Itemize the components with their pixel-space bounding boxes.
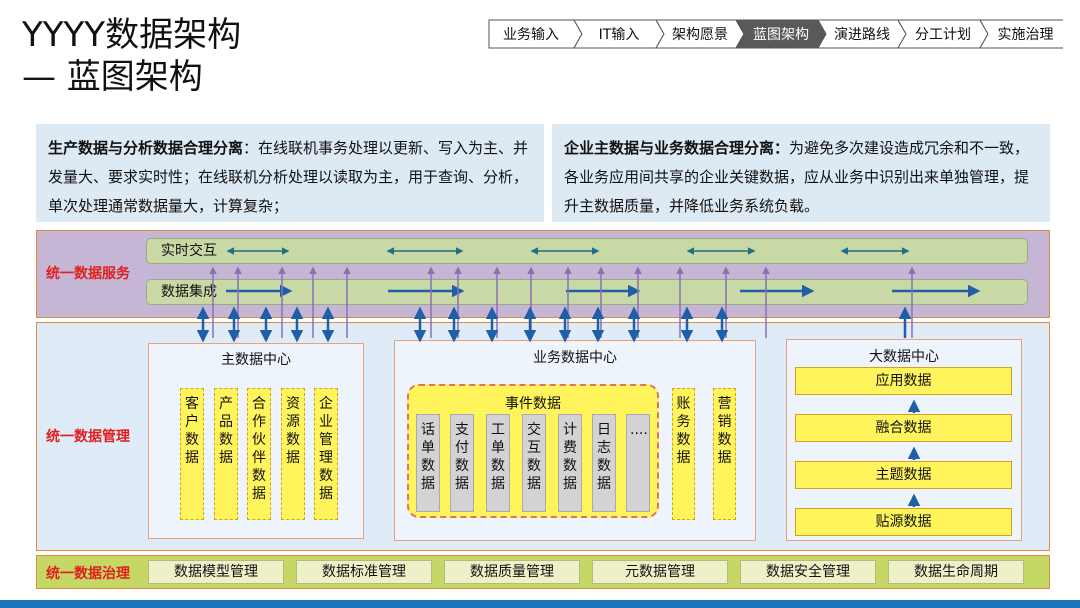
master-item-label: 资源数据 (286, 396, 300, 466)
governance-item-label: 数据质量管理 (470, 564, 554, 580)
breadcrumb-step-6[interactable]: 分工计划 (897, 19, 989, 49)
bigdata-item-label: 主题数据 (875, 467, 932, 483)
desc-right-bold: 企业主数据与业务数据合理分离： (564, 139, 790, 157)
bigdata-item-label: 应用数据 (875, 373, 932, 389)
governance-item: 数据模型管理 (148, 560, 284, 584)
breadcrumb-label: 演进路线 (834, 27, 890, 43)
breadcrumb: 业务输入 IT输入 架构愿景 蓝图架构 演进路线 分工计划 实施治理 (488, 19, 1063, 49)
event-item-label: .... (630, 422, 648, 438)
event-item-label: 工单数据 (491, 422, 505, 492)
desc-left: 生产数据与分析数据合理分离：在线联机事务处理以更新、写入为主、并发量大、要求实时… (36, 124, 544, 222)
bigdata-item: 贴源数据 (795, 508, 1012, 536)
bigdata-item: 应用数据 (795, 367, 1012, 395)
title-line1: YYYY数据架构 (22, 15, 242, 55)
business-item: 账务数据 (672, 388, 695, 520)
governance-item: 数据生命周期 (888, 560, 1024, 584)
event-item: 工单数据 (486, 414, 510, 512)
breadcrumb-label: 业务输入 (503, 27, 559, 43)
event-item-label: 日志数据 (597, 422, 611, 492)
business-title: 业务数据中心 (533, 350, 617, 366)
bigdata-item: 主题数据 (795, 461, 1012, 489)
breadcrumb-label: 架构愿景 (672, 27, 728, 43)
bigdata-title: 大数据中心 (869, 349, 939, 365)
governance-item-label: 数据模型管理 (174, 564, 258, 580)
realtime-label: 实时交互 (161, 243, 217, 259)
governance-item-label: 数据生命周期 (914, 564, 998, 580)
event-item: 话单数据 (416, 414, 440, 512)
desc-right: 企业主数据与业务数据合理分离：为避免多次建设造成冗余和不一致，各业务应用间共享的… (552, 124, 1050, 222)
governance-item: 元数据管理 (592, 560, 728, 584)
bigdata-item: 融合数据 (795, 414, 1012, 442)
desc-left-bold: 生产数据与分析数据合理分离 (48, 139, 244, 157)
governance-item: 数据质量管理 (444, 560, 580, 584)
breadcrumb-label: 蓝图架构 (753, 27, 809, 43)
governance-label: 统一数据治理 (46, 566, 130, 582)
footer-bar (0, 600, 1080, 608)
master-item: 企业管理数据 (314, 388, 338, 520)
business-item-label: 营销数据 (717, 396, 732, 466)
desc-right-text: 为避免多次建设造成冗余和不一致，各业务应用间共享的企业关键数据，应从业务中识别出… (564, 139, 1030, 215)
master-item: 产品数据 (214, 388, 238, 520)
breadcrumb-step-7[interactable]: 实施治理 (979, 19, 1063, 49)
business-item-label: 账务数据 (676, 396, 691, 466)
governance-item-label: 数据标准管理 (322, 564, 406, 580)
event-item: 支付数据 (450, 414, 474, 512)
breadcrumb-label: 实施治理 (998, 27, 1054, 43)
master-item: 客户数据 (180, 388, 204, 520)
breadcrumb-step-1[interactable]: 业务输入 (488, 19, 583, 49)
event-item: 计费数据 (558, 414, 582, 512)
breadcrumb-label: 分工计划 (915, 27, 971, 43)
master-item: 合作伙伴数据 (247, 388, 271, 520)
governance-item: 数据标准管理 (296, 560, 432, 584)
integration-label: 数据集成 (161, 284, 217, 300)
event-item: 交互数据 (522, 414, 546, 512)
master-item-label: 产品数据 (219, 396, 233, 466)
event-item-label: 支付数据 (455, 422, 469, 492)
master-item: 资源数据 (281, 388, 305, 520)
desc-left-text: ：在线联机事务处理以更新、写入为主、并发量大、要求实时性；在线联机分析处理以读取… (48, 139, 529, 215)
event-item-label: 话单数据 (421, 422, 435, 492)
event-item-label: 交互数据 (527, 422, 541, 492)
breadcrumb-label: IT输入 (599, 27, 640, 43)
master-title: 主数据中心 (221, 352, 291, 368)
page-title: YYYY数据架构 — 蓝图架构 (22, 14, 241, 98)
event-item: .... (626, 414, 650, 512)
bigdata-item-label: 融合数据 (875, 420, 932, 436)
breadcrumb-step-4[interactable]: 蓝图架构 (735, 19, 827, 49)
governance-item-label: 数据安全管理 (766, 564, 850, 580)
service-label: 统一数据服务 (46, 266, 130, 282)
master-item-label: 企业管理数据 (319, 396, 333, 502)
bigdata-item-label: 贴源数据 (875, 514, 932, 530)
governance-item: 数据安全管理 (740, 560, 876, 584)
master-item-label: 客户数据 (185, 396, 199, 466)
breadcrumb-step-5[interactable]: 演进路线 (817, 19, 907, 49)
governance-item-label: 元数据管理 (625, 564, 695, 580)
event-title: 事件数据 (505, 396, 561, 412)
master-item-label: 合作伙伴数据 (252, 396, 266, 502)
event-item: 日志数据 (592, 414, 616, 512)
event-item-label: 计费数据 (563, 422, 577, 492)
title-line2: — 蓝图架构 (22, 57, 203, 97)
management-label: 统一数据管理 (46, 429, 130, 445)
business-item: 营销数据 (713, 388, 736, 520)
